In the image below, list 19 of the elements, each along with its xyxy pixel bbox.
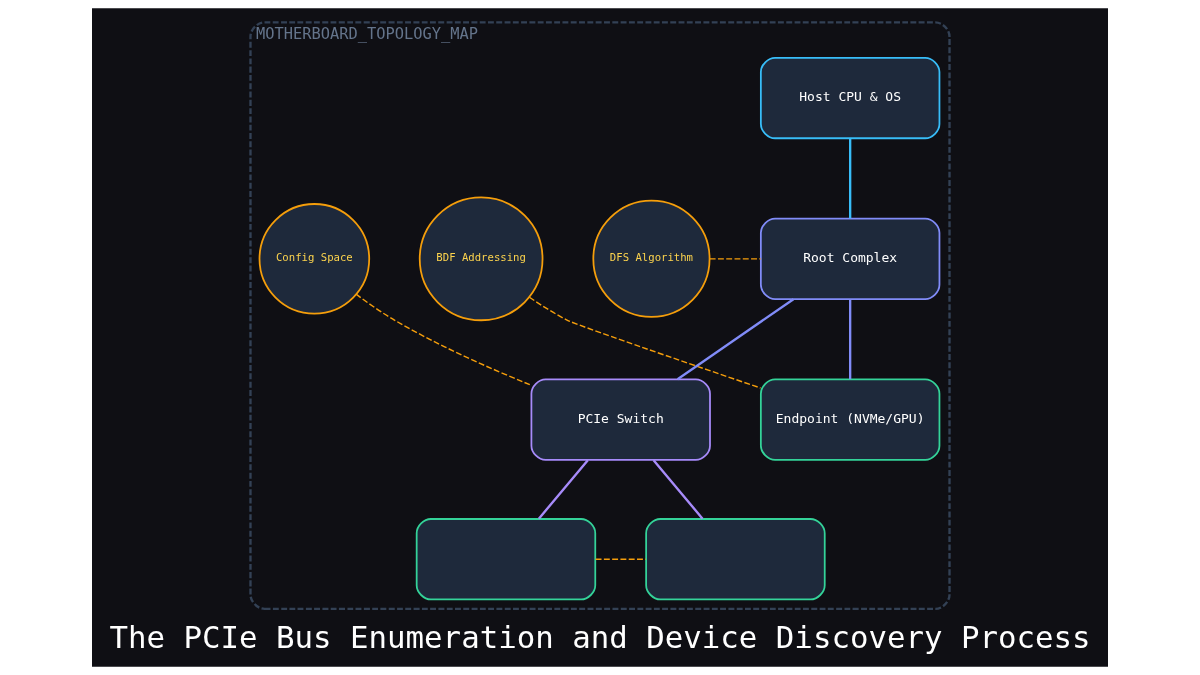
connector: [708, 258, 762, 260]
connector: [676, 298, 795, 381]
connector: [537, 459, 589, 520]
connector: [528, 296, 762, 389]
connector: [355, 293, 532, 386]
connector: [848, 299, 852, 380]
node-box: [645, 518, 826, 601]
node-circle: Config Space: [258, 203, 371, 315]
node-circle: DFS Algorithm: [592, 199, 711, 318]
connector: [594, 558, 647, 560]
node-box: [415, 518, 597, 601]
connector: [652, 459, 704, 520]
node-circle: BDF Addressing: [418, 196, 544, 322]
node-box: Endpoint (NVMe/GPU): [759, 378, 941, 461]
node-box: Root Complex: [759, 217, 941, 300]
connector: [848, 138, 852, 219]
diagram-title: The PCIe Bus Enumeration and Device Discovery Process: [109, 618, 1091, 655]
node-box: PCIe Switch: [530, 378, 711, 461]
node-box: Host CPU & OS: [759, 56, 941, 140]
